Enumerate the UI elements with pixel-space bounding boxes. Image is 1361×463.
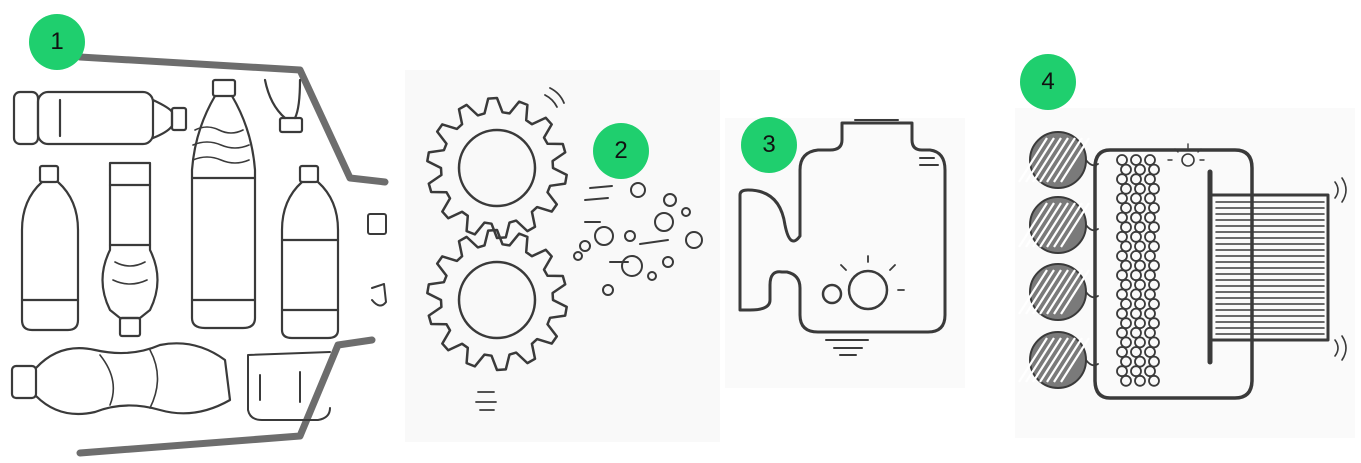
yarn-ball — [1018, 331, 1099, 389]
woven-fabric — [1208, 193, 1330, 342]
step-badge-3: 3 — [741, 117, 797, 173]
machine-vent-lines — [919, 157, 939, 166]
melting-machine-icon — [738, 119, 947, 356]
motion-lines-bottom — [475, 391, 497, 411]
machine-small-dial — [821, 283, 843, 305]
step-number-3: 3 — [762, 131, 776, 158]
step-number-1: 1 — [50, 28, 64, 55]
funnel-bottom-edge — [76, 336, 376, 457]
machine-base-lines — [825, 339, 869, 356]
yarn-ball — [1018, 131, 1099, 189]
bottle-caps-output — [367, 213, 387, 307]
gear-upper-hub — [457, 128, 537, 208]
gear-lower — [426, 228, 568, 372]
gear-lower-hub — [457, 260, 537, 340]
weaving-machine-body — [1093, 148, 1254, 400]
gear-upper — [426, 96, 568, 240]
dial-rays — [840, 255, 905, 291]
step-badge-2: 2 — [593, 123, 649, 179]
panel-2-background — [405, 70, 720, 442]
bottle-tall-center — [190, 78, 257, 330]
machine-light — [1181, 153, 1195, 167]
plastic-bottles-collection-icon — [10, 53, 389, 457]
yarn-weaving-machine-icon — [1018, 131, 1347, 400]
bottle-twisted — [101, 161, 159, 338]
bottle-cut-pieces — [247, 351, 331, 421]
knit-stitches — [1116, 154, 1160, 387]
machine-large-dial — [847, 269, 889, 311]
shredding-gears-icon — [426, 87, 703, 411]
shredded-flakes — [573, 182, 703, 296]
yarn-ball — [1018, 263, 1099, 321]
melting-machine-body — [738, 121, 947, 334]
step-badge-4: 4 — [1020, 54, 1076, 110]
step-number-4: 4 — [1041, 68, 1055, 95]
bottle-right — [280, 164, 340, 340]
step-number-2: 2 — [614, 137, 628, 164]
funnel-top-edge — [76, 53, 389, 186]
yarn-balls — [1018, 131, 1099, 389]
fabric-lines — [1215, 201, 1325, 335]
step-badge-1: 1 — [29, 14, 85, 70]
bottle-crushed — [10, 342, 232, 416]
motion-lines-top — [544, 87, 565, 108]
bottle-horizontal-top — [12, 90, 188, 146]
yarn-ball — [1018, 196, 1099, 254]
machine-light-rays — [1167, 143, 1205, 161]
fabric-motion-lines — [1334, 177, 1347, 361]
bottle-small-top-right — [263, 78, 304, 134]
bottle-left — [20, 164, 80, 332]
